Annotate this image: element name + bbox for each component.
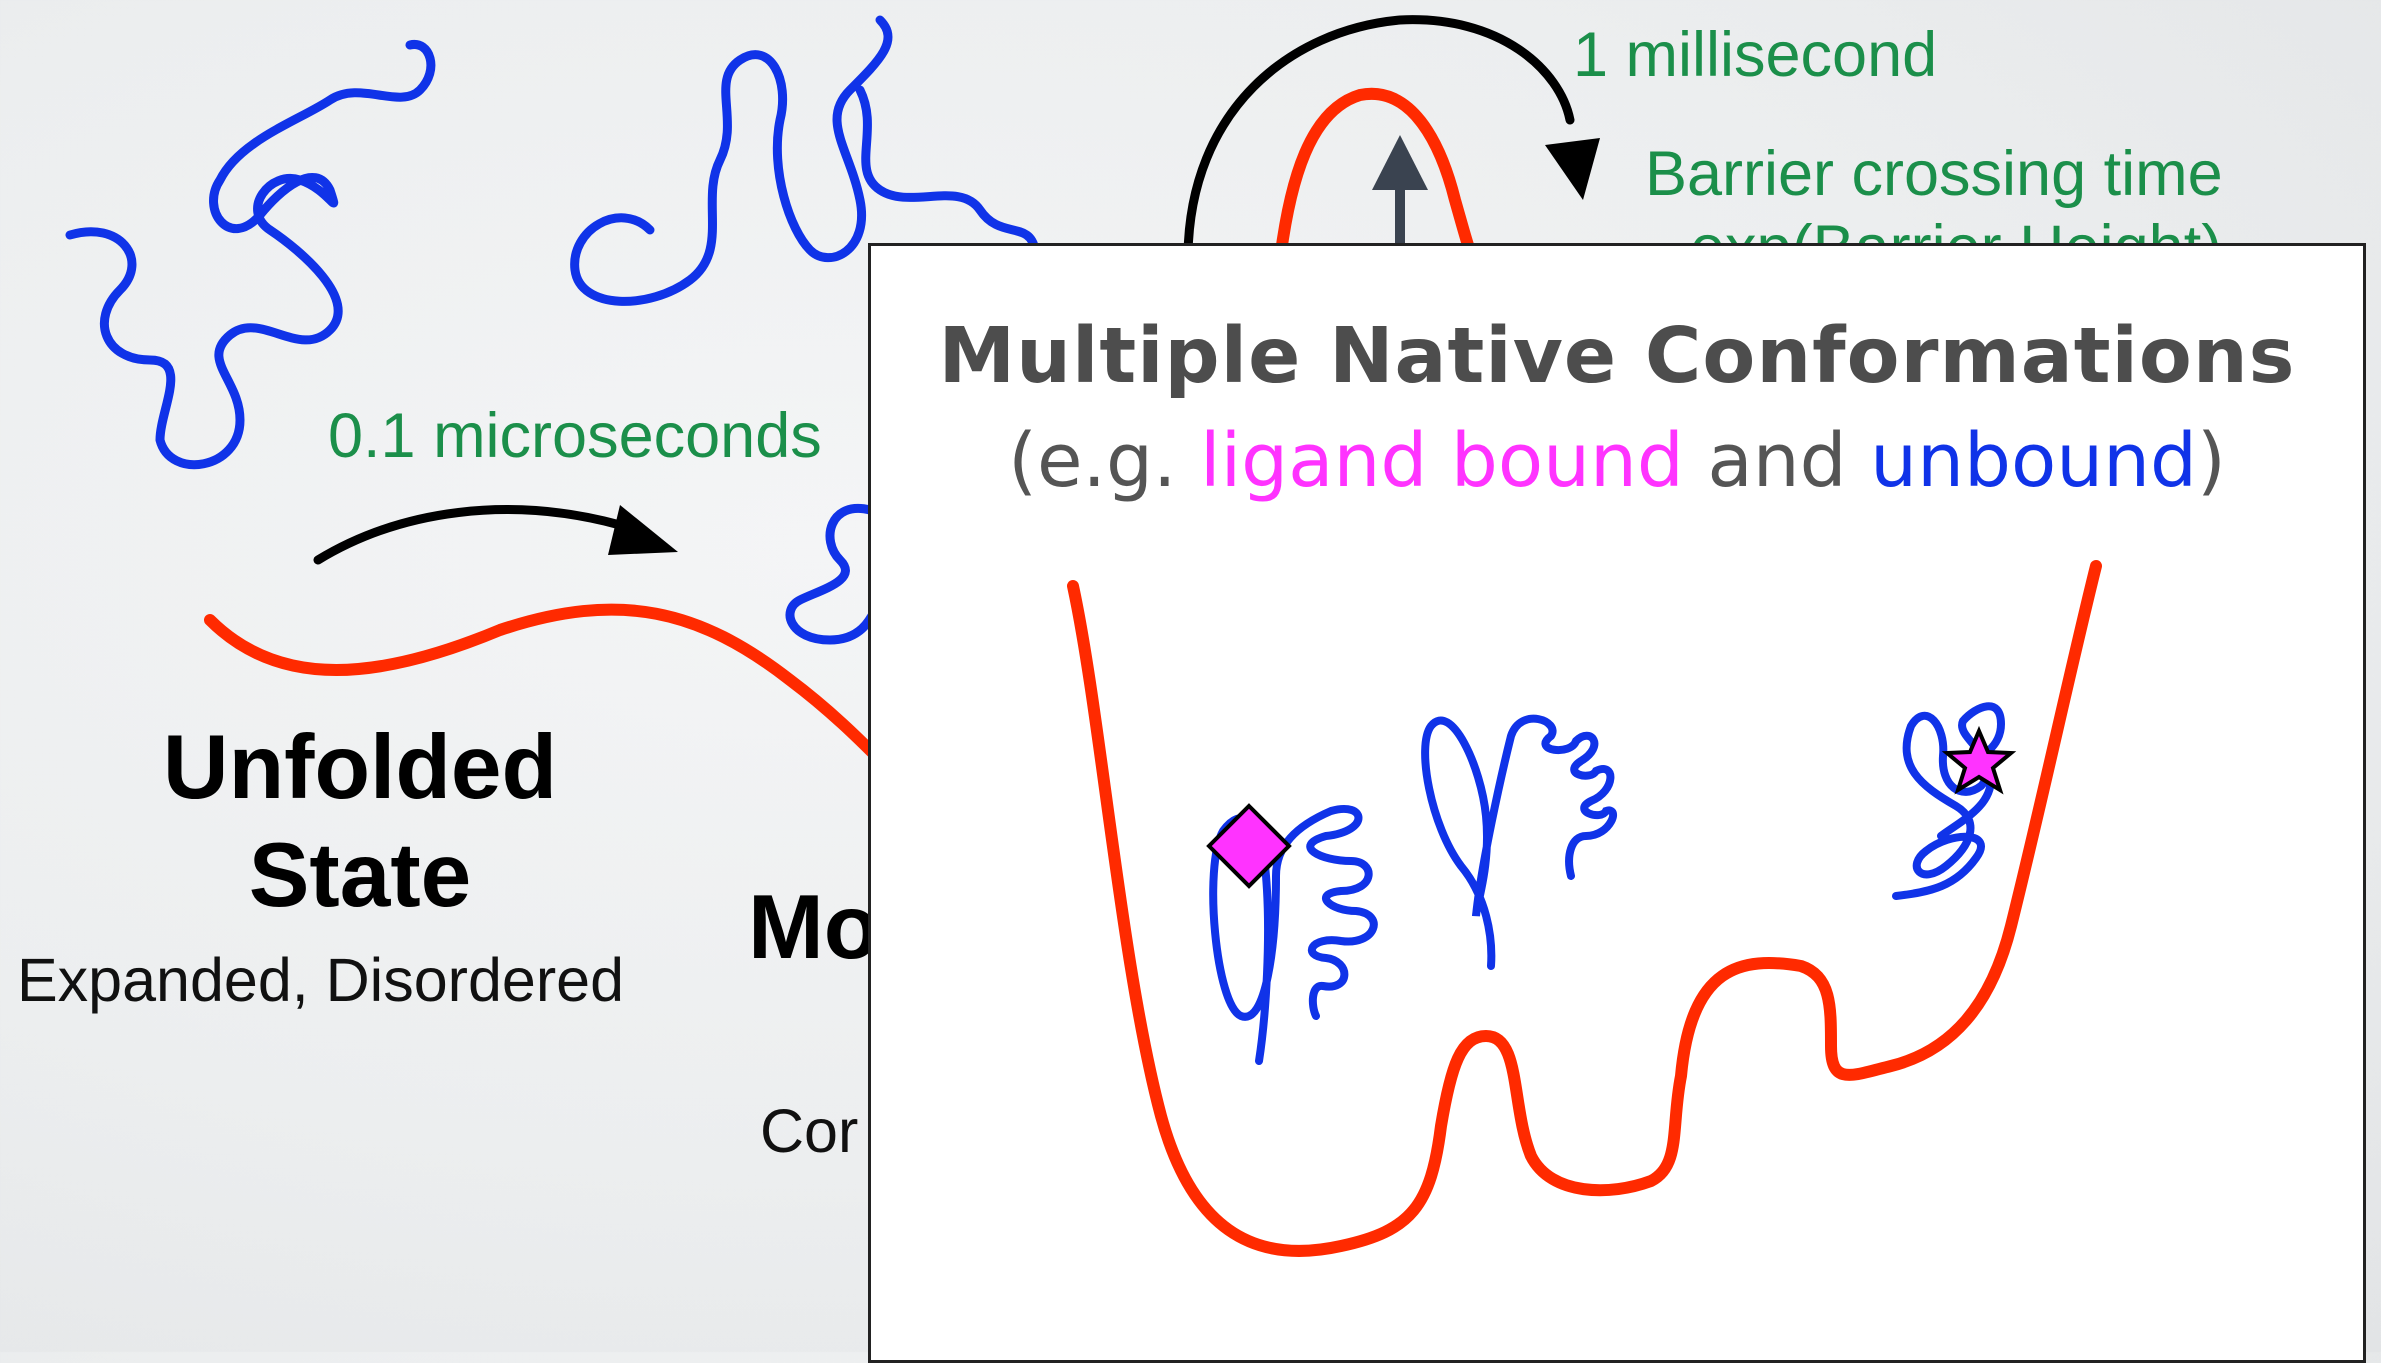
- molten-chain: [785, 503, 880, 645]
- unfolded-chain-3: [855, 85, 1040, 255]
- multiple-native-conformations-panel: Multiple Native Conformations (e.g. liga…: [868, 243, 2366, 1363]
- multi-well-energy-landscape: [1067, 560, 2102, 1257]
- barrier-crossing-label: Barrier crossing time: [1645, 139, 2223, 209]
- unfolded-state-title: Unfolded State: [150, 714, 570, 930]
- unfolded-title-line2: State: [248, 825, 472, 926]
- slow-rate-label: 1 millisecond: [1573, 20, 1938, 90]
- subtitle-open: (e.g.: [1008, 418, 1201, 504]
- ligand-diamond: [1206, 803, 1292, 889]
- panel-title: Multiple Native Conformations: [938, 312, 2296, 401]
- fast-rate-arrow: [313, 505, 625, 565]
- unfolded-title-line1: Unfolded: [162, 717, 558, 818]
- subtitle-close: ): [2197, 418, 2226, 504]
- unfolded-chain-1: [65, 40, 436, 470]
- panel-subtitle: (e.g. ligand bound and unbound): [871, 418, 2363, 504]
- protein-right: [1892, 702, 2006, 900]
- barrier-peak: [1274, 87, 1481, 268]
- molten-state-description-partial: Cor: [760, 1097, 859, 1165]
- molten-state-title-partial: Mo: [748, 877, 880, 978]
- fast-rate-arrowhead: [608, 505, 678, 555]
- subtitle-and: and: [1683, 418, 1871, 504]
- unfolded-state-description: Expanded, Disordered: [17, 946, 624, 1014]
- protein-middle: [1421, 714, 1617, 970]
- slow-rate-arrow: [1183, 15, 1575, 260]
- barrier-height-arrow-head: [1372, 135, 1428, 190]
- fast-rate-label: 0.1 microseconds: [328, 401, 822, 471]
- ligand-star: [1941, 725, 2017, 795]
- panel-diagram: [1067, 560, 2102, 1257]
- energy-landscape-curve: [204, 603, 886, 766]
- slow-rate-arrowhead: [1545, 138, 1600, 200]
- unfolded-chain-2: [570, 15, 893, 306]
- subtitle-ligand-bound: ligand bound: [1200, 418, 1684, 504]
- subtitle-unbound: unbound: [1870, 418, 2197, 504]
